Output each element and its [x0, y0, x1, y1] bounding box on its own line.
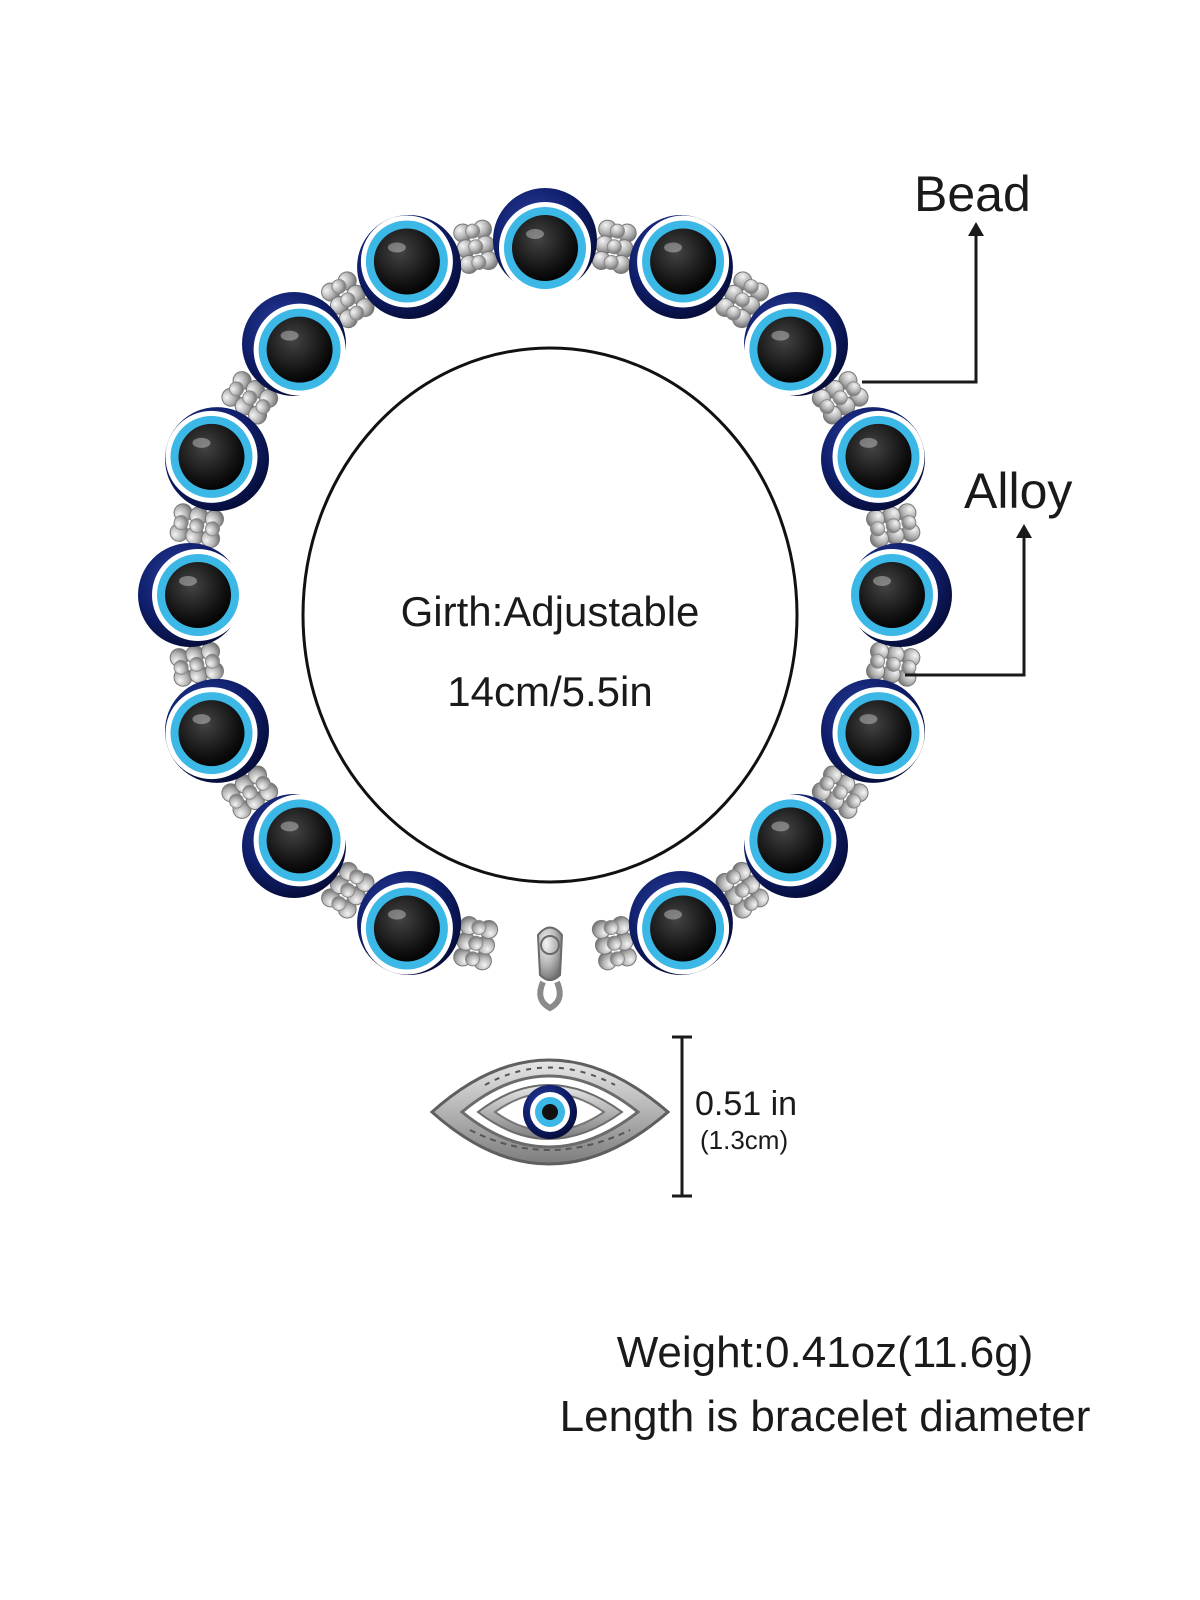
- evil-eye-bead: [165, 407, 269, 512]
- evil-eye-bead: [138, 543, 244, 647]
- alloy-spacer: [811, 371, 869, 425]
- pendant-size-cm: (1.3cm): [700, 1125, 789, 1155]
- girth-label: Girth:Adjustable: [400, 588, 700, 635]
- evil-eye-bead: [493, 188, 597, 294]
- weight-label: Weight:0.41oz(11.6g): [616, 1328, 1034, 1377]
- alloy-callout-label: Alloy: [964, 463, 1073, 519]
- evil-eye-bead: [628, 215, 733, 319]
- alloy-spacer: [591, 219, 637, 274]
- alloy-spacer: [715, 271, 769, 329]
- evil-eye-bead: [242, 292, 346, 396]
- alloy-spacer: [221, 765, 279, 819]
- alloy-spacer: [321, 861, 375, 919]
- size-label: 14cm/5.5in: [447, 668, 653, 715]
- evil-eye-bead: [744, 292, 848, 396]
- alloy-spacer: [453, 916, 499, 971]
- alloy-spacer: [811, 765, 869, 819]
- evil-eye-bead: [242, 794, 346, 898]
- evil-eye-bead: [165, 678, 269, 783]
- pendant-dimension-bracket: [672, 1035, 692, 1198]
- evil-eye-bead: [846, 543, 952, 647]
- alloy-spacer: [866, 641, 921, 687]
- pendant-size-inches: 0.51 in: [695, 1085, 798, 1123]
- evil-eye-bead: [821, 678, 925, 783]
- pendant-bail: [536, 926, 564, 1012]
- evil-eye-bead: [628, 871, 733, 975]
- bead-callout-label: Bead: [914, 166, 1031, 222]
- girth-circle: [301, 346, 799, 884]
- alloy-callout-line: [905, 530, 1026, 677]
- evil-eye-bead: [821, 407, 925, 512]
- bead-arrow-icon: [968, 222, 984, 236]
- bracelet: [138, 188, 952, 975]
- evil-eye-pendant: [429, 1058, 671, 1166]
- alloy-spacer: [221, 371, 279, 425]
- alloy-arrow-icon: [1016, 524, 1032, 538]
- evil-eye-bead: [357, 215, 462, 319]
- alloy-spacer: [169, 641, 224, 687]
- bead-callout-line: [862, 228, 978, 384]
- alloy-spacer: [715, 861, 769, 919]
- alloy-spacer: [866, 503, 921, 549]
- evil-eye-bead: [357, 871, 462, 975]
- alloy-spacer: [591, 916, 637, 971]
- diameter-note: Length is bracelet diameter: [559, 1392, 1091, 1441]
- evil-eye-bead: [744, 794, 848, 898]
